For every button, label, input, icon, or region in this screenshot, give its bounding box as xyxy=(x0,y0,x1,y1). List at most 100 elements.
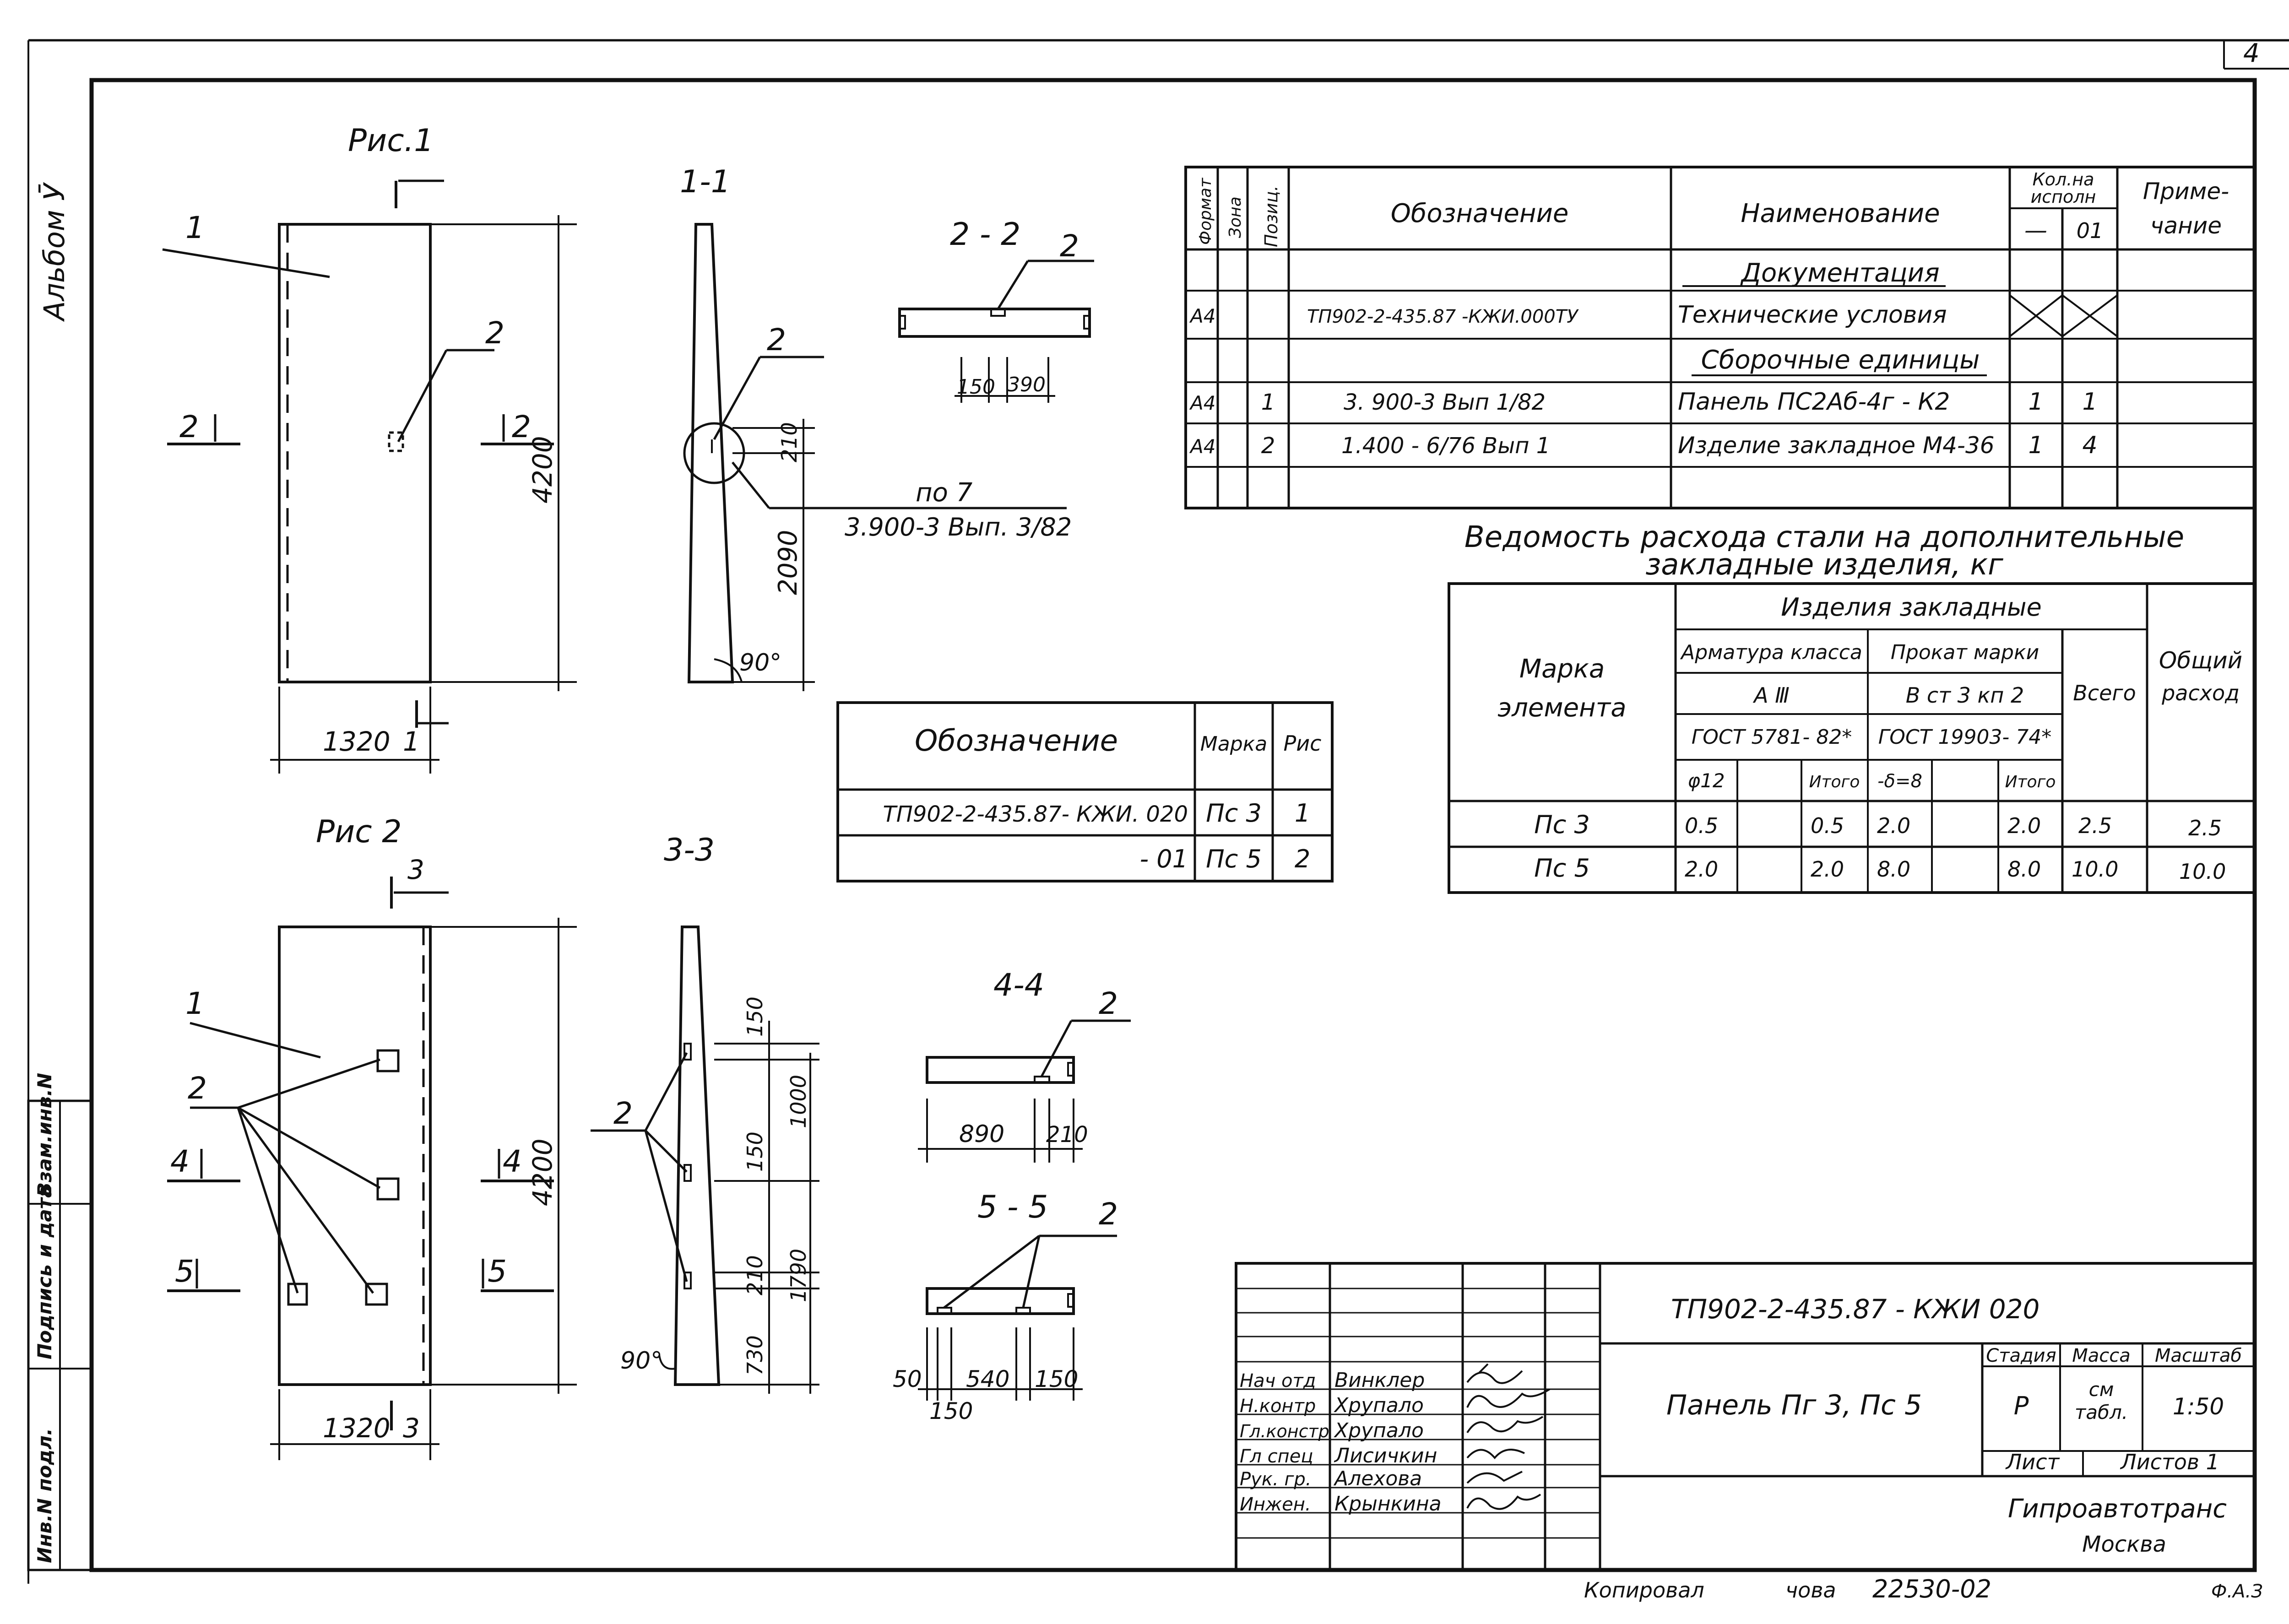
footer-format: Ф.А.З xyxy=(2211,1581,2263,1602)
mark-table-cell: Пс 5 xyxy=(1206,844,1262,873)
mark-table-header-fig: Рис xyxy=(1284,731,1322,756)
section-1-1-profile xyxy=(683,223,1067,691)
spec-header-variant: — xyxy=(2024,217,2047,244)
mark-table-cell: 2 xyxy=(1295,844,1310,873)
steel-header-sub: -δ=8 xyxy=(1877,771,1922,792)
section-5-5-dim-150-right: 150 xyxy=(1035,1366,1078,1392)
footer-copier-name: чова xyxy=(1785,1578,1836,1602)
section-1-1-callout-2: 2 xyxy=(767,322,786,357)
spec-header-designation: Обозначение xyxy=(1391,199,1569,228)
spec-cell-format: А4 xyxy=(1189,392,1215,414)
steel-header-rebar-class: А Ⅲ xyxy=(1752,683,1790,708)
section-2-2-profile xyxy=(898,260,1094,403)
sheet-page-number: 4 xyxy=(2243,38,2260,68)
section-1-1-title: 1-1 xyxy=(680,164,731,200)
spec-header-pos: Позиц. xyxy=(1261,185,1281,247)
figure-2-title: Рис 2 xyxy=(316,814,401,850)
fig2-section-mark-4-left: 4 xyxy=(170,1144,190,1179)
staff-name: Алехова xyxy=(1333,1467,1422,1490)
figure-2-panel-elevation xyxy=(167,877,577,1460)
steel-header-rolled-gost: ГОСТ 19903- 74* xyxy=(1878,725,2052,749)
section-4-4-profile xyxy=(918,1019,1131,1163)
footer-order-number: 22530-02 xyxy=(1872,1575,1991,1603)
steel-header-rolled: Прокат марки xyxy=(1891,641,2039,664)
fig2-width-dimension: 1320 xyxy=(323,1413,391,1444)
steel-header-element-mark: элемента xyxy=(1497,693,1626,723)
side-label-replace: Взам.инв.N xyxy=(33,1073,56,1197)
spec-cell-pos: 1 xyxy=(1261,390,1275,415)
steel-table-title: закладные изделия, кг xyxy=(1645,548,2003,582)
spec-cell-format: А4 xyxy=(1189,435,1215,458)
steel-cell: 2.0 xyxy=(1685,857,1718,882)
fig1-height-dimension: 4200 xyxy=(527,436,558,503)
figure-1-title: Рис.1 xyxy=(348,123,434,159)
steel-cell: Пс 5 xyxy=(1534,854,1590,882)
spec-group-heading: Документация xyxy=(1740,258,1939,288)
title-block-label-scale: Масштаб xyxy=(2155,1345,2242,1366)
spec-cell-qty: 1 xyxy=(2028,432,2043,459)
staff-name: Хрупало xyxy=(1334,1394,1424,1417)
section-3-3-profile xyxy=(591,926,819,1394)
spec-header-name: Наименование xyxy=(1741,199,1940,228)
spec-cell-pos: 2 xyxy=(1261,433,1275,459)
spec-cell-qty: 4 xyxy=(2082,432,2097,459)
title-block-scale-value: 1:50 xyxy=(2173,1393,2224,1420)
steel-cell: 2.0 xyxy=(1811,857,1844,882)
steel-header-embedded: Изделия закладные xyxy=(1781,593,2041,622)
staff-role: Н.контр xyxy=(1240,1396,1316,1417)
section-2-2-callout-2: 2 xyxy=(1060,228,1079,264)
steel-cell: Пс 3 xyxy=(1534,810,1590,839)
fig2-section-mark-4-right: 4 xyxy=(503,1144,522,1179)
section-3-3-dim-1000: 1000 xyxy=(786,1075,811,1128)
spec-header-qty: исполн xyxy=(2031,187,2096,207)
spec-cell-designation: 3. 900-3 Вып 1/82 xyxy=(1344,390,1546,415)
mark-table-header-mark: Марка xyxy=(1200,732,1267,756)
section-3-3-dim-210: 210 xyxy=(743,1255,767,1295)
signature-scribbles xyxy=(1466,1363,1551,1510)
side-label-inv: Инв.N подл. xyxy=(33,1428,56,1563)
section-5-5-title: 5 - 5 xyxy=(977,1189,1048,1225)
steel-cell: 10.0 xyxy=(2179,859,2226,884)
spec-header-format: Формат xyxy=(1196,178,1215,245)
staff-role: Гл спец xyxy=(1240,1446,1313,1467)
title-block-label-sheets: Листов 1 xyxy=(2120,1450,2219,1474)
title-block-stage-value: Р xyxy=(2014,1391,2029,1420)
section-4-4-callout-2: 2 xyxy=(1099,986,1118,1021)
steel-header-sub: φ12 xyxy=(1687,769,1725,792)
steel-table-title: Ведомость расхода стали на дополнительны… xyxy=(1465,520,2184,554)
spec-cell-designation: 1.400 - 6/76 Вып 1 xyxy=(1341,433,1550,459)
section-2-2-dim-390: 390 xyxy=(1007,373,1046,396)
steel-table-grid xyxy=(1448,582,2256,894)
staff-role: Гл.констр xyxy=(1240,1421,1329,1441)
section-5-5-dim-540: 540 xyxy=(966,1366,1009,1392)
section-4-4-dim-210: 210 xyxy=(1046,1122,1088,1148)
fig2-callout-1: 1 xyxy=(185,986,205,1021)
spec-cell-name: Изделие закладное М4-36 xyxy=(1678,432,1995,459)
fig2-section-mark-5-right: 5 xyxy=(488,1254,507,1289)
staff-name: Лисичкин xyxy=(1334,1444,1437,1467)
section-5-5-dim-150-left: 150 xyxy=(929,1398,973,1424)
spec-cell-designation: ТП902-2-435.87 -КЖИ.000ТУ xyxy=(1307,306,1579,327)
mark-table-grid xyxy=(836,701,1334,882)
section-3-3-dim-150-top: 150 xyxy=(743,996,767,1037)
steel-header-sub: Итого xyxy=(1809,773,1860,791)
section-3-3-angle: 90° xyxy=(620,1347,662,1375)
steel-cell: 0.5 xyxy=(1811,813,1844,838)
staff-role: Инжен. xyxy=(1240,1494,1311,1515)
steel-header-rolled-grade: В ст 3 кп 2 xyxy=(1906,683,2024,708)
fig1-callout-2: 2 xyxy=(485,315,504,351)
steel-header-element-mark: Марка xyxy=(1519,654,1605,684)
mark-table-cell: 1 xyxy=(1295,799,1310,828)
side-binding-strip xyxy=(27,1099,93,1571)
steel-cell: 2.0 xyxy=(2007,813,2041,838)
footer-copied-label: Копировал xyxy=(1584,1578,1704,1602)
spec-header-note: Приме- xyxy=(2143,178,2229,205)
spec-cell-qty: 1 xyxy=(2082,388,2097,416)
section-1-1-ref-item: по 7 xyxy=(916,478,973,508)
spec-group-heading: Сборочные единицы xyxy=(1701,345,1980,375)
steel-header-sub: Итого xyxy=(2005,773,2056,791)
section-3-3-callout-2: 2 xyxy=(613,1096,633,1131)
fig2-section-mark-5-left: 5 xyxy=(175,1254,194,1289)
